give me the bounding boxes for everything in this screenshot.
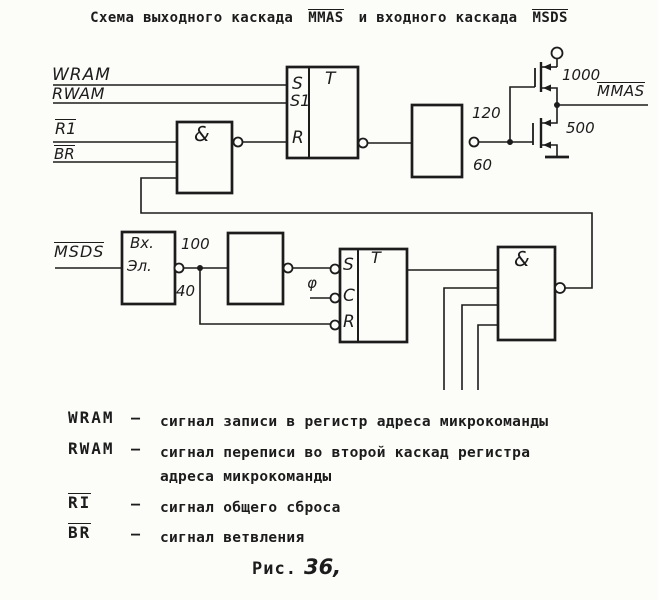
legend-term-wram: WRAM <box>68 408 115 427</box>
ff1-type-label: T <box>325 69 336 89</box>
ff2-type-label: T <box>371 248 381 267</box>
transistors <box>532 62 569 159</box>
ff1-s-label: S <box>292 74 303 94</box>
legend-desc-br: сигнал ветвления <box>160 530 305 546</box>
wire-nand2-input-b <box>461 304 498 390</box>
buf1-output-bubble <box>468 136 480 148</box>
legend-desc-wram: сигнал записи в регистр адреса микрокома… <box>160 414 549 430</box>
legend-dash-4: – <box>131 525 141 543</box>
ff2-s-bubble <box>329 263 341 275</box>
legend-term-ri: RI <box>68 493 92 512</box>
upper-source-arrow <box>543 84 551 92</box>
nand1-label: & <box>194 122 210 146</box>
nand2-label: & <box>514 247 530 271</box>
caption-number: 36, <box>303 555 342 579</box>
wire-branch-to-r <box>199 268 330 325</box>
junction-dot-inbox <box>197 265 203 271</box>
ff2-box <box>338 247 409 344</box>
junction-dot-gates <box>507 139 513 145</box>
rwam-label: RWAM <box>52 84 105 103</box>
boxes <box>120 65 557 344</box>
ff2-c-bubble <box>329 292 341 304</box>
msds-input-label: MSDS <box>54 242 105 261</box>
wire-gate-branch <box>509 86 535 142</box>
inbox-top-value: 100 <box>181 235 210 253</box>
legend-dash-3: – <box>131 495 141 513</box>
wire-nand2-input-a <box>443 287 498 390</box>
clock-phase-label: φ <box>307 274 317 292</box>
page-title: Схема выходного каскада MMAS и входного … <box>0 9 658 26</box>
title-middle: и входного каскада <box>358 10 518 26</box>
arrows-and-dots <box>197 63 560 271</box>
inversion-bubbles <box>173 46 566 331</box>
upper-transistor-value: 1000 <box>562 66 601 84</box>
inbox-output-bubble <box>173 262 185 274</box>
wire-lower-drain <box>541 105 558 124</box>
legend-term-rwam: RWAM <box>68 439 115 458</box>
r1-label: R1 <box>55 119 77 138</box>
legend-dash-1: – <box>131 409 141 427</box>
wire-feedback <box>140 177 593 289</box>
ff1-output-bubble <box>357 137 369 149</box>
lower-transistor-value: 500 <box>566 119 595 137</box>
lower-drain-arrow <box>543 119 551 127</box>
br-label: BR <box>54 145 75 163</box>
nand1-box <box>175 120 234 195</box>
buf1-box <box>410 103 464 179</box>
ff2-r-bubble <box>329 319 341 331</box>
ff2-c-label: C <box>343 286 355 306</box>
legend-term-br: BR <box>68 523 92 542</box>
title-prefix: Схема выходного каскада <box>90 10 294 26</box>
title-signal-mmas: MMAS <box>308 9 344 26</box>
wram-label: WRAM <box>52 65 111 85</box>
wires <box>53 59 648 390</box>
lower-source-arrow <box>543 141 551 149</box>
junction-dot-output <box>554 102 560 108</box>
ff1-r-label: R <box>292 128 304 148</box>
buf1-top-value: 120 <box>472 104 501 122</box>
nand2-output-bubble <box>554 282 566 294</box>
legend-dash-2: – <box>131 440 141 458</box>
ff1-box <box>285 65 360 160</box>
upper-drain-arrow <box>543 63 551 71</box>
legend-desc-rwam: сигнал переписи во второй каскад регистр… <box>160 445 531 485</box>
inbox-bottom-value: 40 <box>176 282 196 300</box>
caption-label: Рис. <box>252 559 297 579</box>
wire-nand2-input-c <box>477 324 498 390</box>
buf2-output-bubble <box>282 262 294 274</box>
title-signal-msds: MSDS <box>532 9 568 26</box>
nand2-box <box>496 245 557 342</box>
ff1-s1-label: S1 <box>290 91 311 110</box>
mmas-output-label: MMAS <box>597 82 645 100</box>
inbox-line2: Эл. <box>127 257 152 275</box>
inbox-line1: Вх. <box>130 234 154 252</box>
figure-caption: Рис. 36, <box>252 556 341 579</box>
nand1-output-bubble <box>232 136 244 148</box>
ff2-r-label: R <box>343 312 355 332</box>
buf2-box <box>226 231 285 306</box>
buf1-bottom-value: 60 <box>473 156 493 174</box>
ff2-s-label: S <box>343 255 354 275</box>
supply-terminal <box>550 46 564 60</box>
legend-desc-ri: сигнал общего сброса <box>160 500 341 516</box>
